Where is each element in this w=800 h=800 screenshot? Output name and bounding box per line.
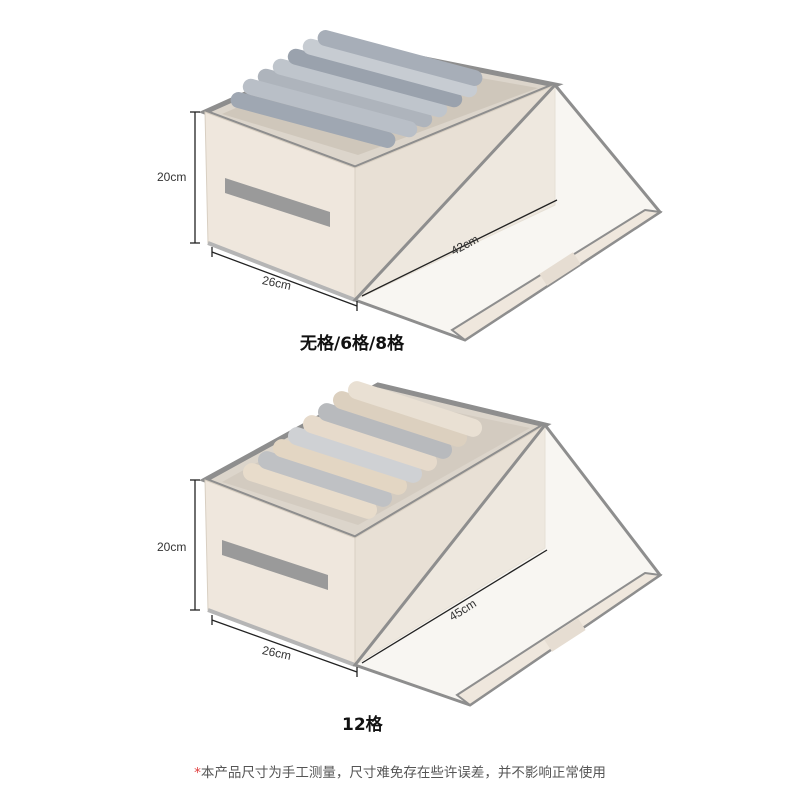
box-1-folded-clothes xyxy=(230,30,483,148)
box-1-handle xyxy=(225,178,330,227)
box-2-handle xyxy=(222,540,328,590)
box-1-height-label: 20cm xyxy=(157,170,187,184)
box-2-dimension-lines xyxy=(190,479,548,677)
box-2-caption: 12格 xyxy=(342,715,383,735)
measurement-disclaimer: *本产品尺寸为手工测量，尺寸难免存在些许误差，并不影响正常使用 xyxy=(0,761,800,781)
storage-box-1 xyxy=(190,30,663,342)
disclaimer-asterisk: * xyxy=(194,765,201,781)
box-2-height-label: 20cm xyxy=(157,540,187,554)
box-1-caption: 无格/6格/8格 xyxy=(300,334,405,354)
box-1-dimension-lines xyxy=(190,111,558,311)
disclaimer-text: 本产品尺寸为手工测量，尺寸难免存在些许误差，并不影响正常使用 xyxy=(200,765,606,781)
storage-box-2 xyxy=(190,381,663,707)
box-2-folded-clothes xyxy=(242,381,483,519)
